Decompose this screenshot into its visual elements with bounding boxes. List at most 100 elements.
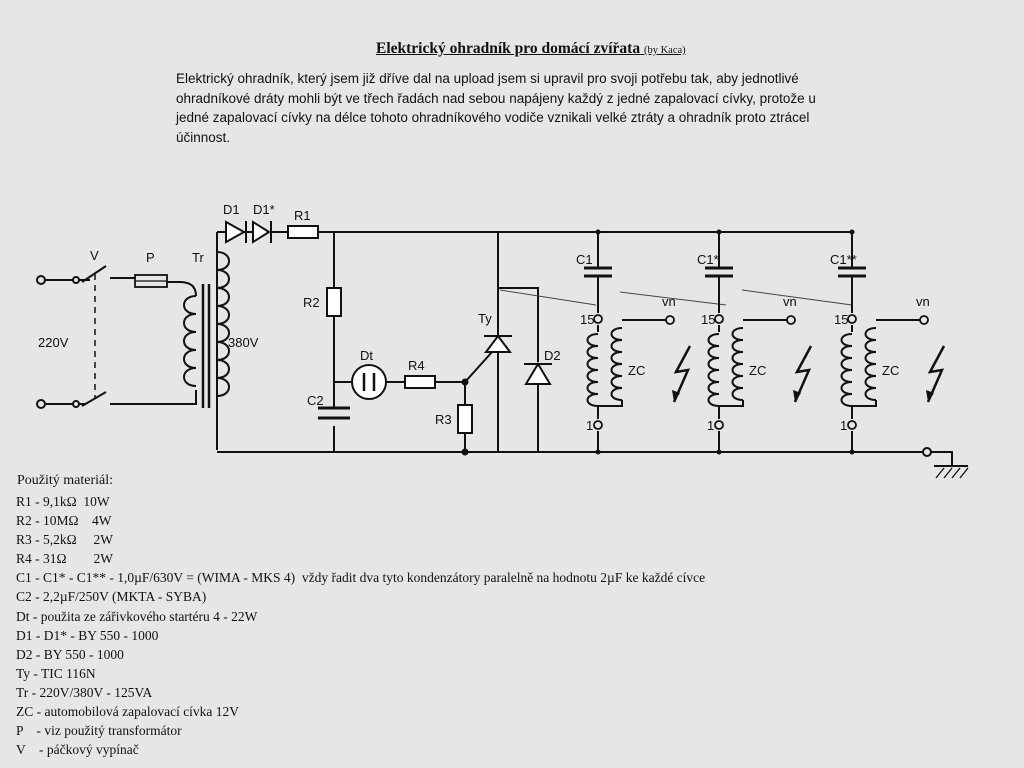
label-output: vn <box>662 294 676 309</box>
junction-r3-bottom <box>461 448 469 456</box>
label-mains: 220V <box>38 335 69 350</box>
spark-arrow-icon <box>793 390 801 402</box>
intro-line: ohradníkové dráty mohli být ve třech řad… <box>176 90 816 106</box>
label-pin-1: 1 <box>586 418 593 433</box>
terminal-15 <box>593 314 603 324</box>
label-coil: ZC <box>749 363 766 378</box>
label-tr: Tr <box>192 250 204 265</box>
terminal-15 <box>847 314 857 324</box>
wire-gate <box>464 351 493 383</box>
transformer-core <box>201 284 211 408</box>
label-p: P <box>146 250 155 265</box>
diode-d1 <box>225 220 253 244</box>
label-cap: C1* <box>697 252 719 267</box>
intro-line: účinnost. <box>176 129 231 145</box>
material-item: Ty - TIC 116N <box>16 665 96 681</box>
diode-d1s <box>252 220 272 244</box>
material-item: C2 - 2,2µF/250V (MKTA - SYBA) <box>16 589 207 605</box>
junction-top <box>849 229 855 235</box>
material-item: P - viz použitý transformátor <box>16 723 182 739</box>
wire-primary-bottom <box>46 390 197 405</box>
wire-primary-top <box>46 277 197 297</box>
diode-d2 <box>524 362 552 385</box>
title-text: Elektrický ohradník pro domácí zvířata <box>376 40 641 57</box>
material-item: R2 - 10MΩ 4W <box>16 513 112 529</box>
resistor-r2 <box>326 287 342 317</box>
primary-coil <box>586 333 599 407</box>
transformer-secondary-winding <box>216 251 230 397</box>
terminal-vn <box>665 315 675 325</box>
label-ty: Ty <box>478 311 492 326</box>
label-pin-15: 15 <box>701 312 715 327</box>
material-item: V - páčkový vypínač <box>16 742 139 758</box>
resistor-r1 <box>287 225 319 239</box>
spark-icon <box>672 345 692 403</box>
spark-icon <box>793 345 813 403</box>
resistor-r4 <box>404 375 436 389</box>
terminal-vn <box>919 315 929 325</box>
author-credit: (by Kaca) <box>643 45 686 56</box>
wire-d2 <box>498 287 539 452</box>
label-pin-1: 1 <box>707 418 714 433</box>
label-output: vn <box>783 294 797 309</box>
switch-pivot-top <box>72 276 80 284</box>
secondary-coil <box>864 327 877 401</box>
material-item: R3 - 5,2kΩ 2W <box>16 532 114 548</box>
label-d2: D2 <box>544 348 561 363</box>
label-pin-15: 15 <box>834 312 848 327</box>
material-item: Dt - použita ze zářivkového startéru 4 -… <box>16 608 258 624</box>
material-item: Tr - 220V/380V - 125VA <box>16 684 153 700</box>
secondary-lead <box>598 319 666 407</box>
intro-paragraph: Elektrický ohradník, který jsem již dřív… <box>176 69 916 147</box>
junction-bottom <box>595 449 601 455</box>
label-r3: R3 <box>435 412 452 427</box>
materials-list: R1 - 9,1kΩ 10W R2 - 10MΩ 4W R3 - 5,2kΩ 2… <box>16 492 705 759</box>
capacitor-c1 <box>838 266 866 278</box>
terminal-15 <box>714 314 724 324</box>
capacitor-c1 <box>705 266 733 278</box>
thyristor-ty <box>484 334 512 353</box>
coil-stages: C1 15 1 ZC vn C1* 15 1 ZC vn C1** 15 1 ZC vn <box>576 229 946 455</box>
material-item: R4 - 31Ω 2W <box>16 551 114 567</box>
junction-bottom <box>716 449 722 455</box>
label-r4: R4 <box>408 358 425 373</box>
intro-line: Elektrický ohradník, který jsem již dřív… <box>176 71 799 86</box>
spark-arrow-icon <box>672 390 680 402</box>
primary-coil <box>840 333 853 407</box>
label-cap: C1** <box>830 252 857 267</box>
label-cap: C1 <box>576 252 593 267</box>
transformer-primary-winding <box>183 295 197 387</box>
label-coil: ZC <box>882 363 899 378</box>
material-item: D1 - D1* - BY 550 - 1000 <box>16 627 159 643</box>
secondary-lead <box>719 319 787 407</box>
materials-heading: Použitý materiál: <box>17 473 114 488</box>
label-pin-1: 1 <box>840 418 847 433</box>
label-coil: ZC <box>628 363 645 378</box>
junction-top <box>716 229 722 235</box>
capacitor-c1 <box>584 266 612 278</box>
label-pin-15: 15 <box>580 312 594 327</box>
terminal-vn <box>786 315 796 325</box>
resistor-r3 <box>457 404 473 434</box>
terminal-in-top <box>36 275 46 285</box>
intro-line: jedné zapalovací cívky na délce tohoto o… <box>176 110 810 125</box>
page-title: Elektrický ohradník pro domácí zvířata (… <box>376 40 686 58</box>
label-dt: Dt <box>360 348 373 363</box>
junction-bottom <box>849 449 855 455</box>
label-d1: D1 <box>223 202 240 217</box>
material-item: R1 - 9,1kΩ 10W <box>16 494 110 509</box>
label-output: vn <box>916 294 930 309</box>
terminal-in-bottom <box>36 399 46 409</box>
material-item: D2 - BY 550 - 1000 <box>16 646 124 662</box>
capacitor-c2 <box>318 406 350 420</box>
terminal-1 <box>714 420 724 430</box>
secondary-coil <box>731 327 744 401</box>
junction-ground <box>922 447 932 457</box>
spark-icon <box>926 345 946 403</box>
starter-dt <box>351 364 387 400</box>
secondary-lead <box>852 319 920 407</box>
material-item: ZC - automobilová zapalovací cívka 12V <box>16 704 240 720</box>
secondary-coil <box>610 327 623 401</box>
ground-symbol <box>931 451 968 467</box>
